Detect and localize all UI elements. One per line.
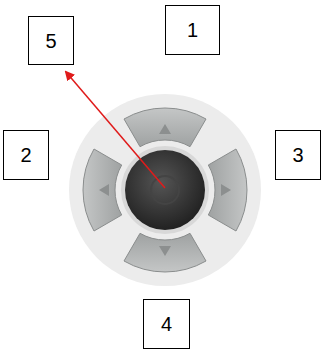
callout-number: 3 [292, 145, 303, 165]
left-button [83, 149, 122, 231]
callout-number: 1 [187, 20, 198, 40]
right-button [208, 149, 247, 231]
callout-number: 2 [20, 145, 31, 165]
callout-box: 1 [165, 5, 220, 55]
callout-number: 4 [161, 314, 172, 334]
up-button [124, 108, 206, 147]
red-arrow [66, 72, 165, 188]
center-knob [125, 150, 205, 230]
knob-ring [121, 146, 209, 234]
callout-number: 5 [45, 31, 56, 51]
pad-base [69, 94, 261, 286]
down-button [124, 233, 206, 272]
knob-mark [151, 176, 179, 204]
callout-box: 5 [28, 16, 74, 65]
callout-box: 3 [275, 130, 321, 180]
callout-box: 4 [143, 299, 190, 349]
callout-box: 2 [3, 130, 49, 180]
